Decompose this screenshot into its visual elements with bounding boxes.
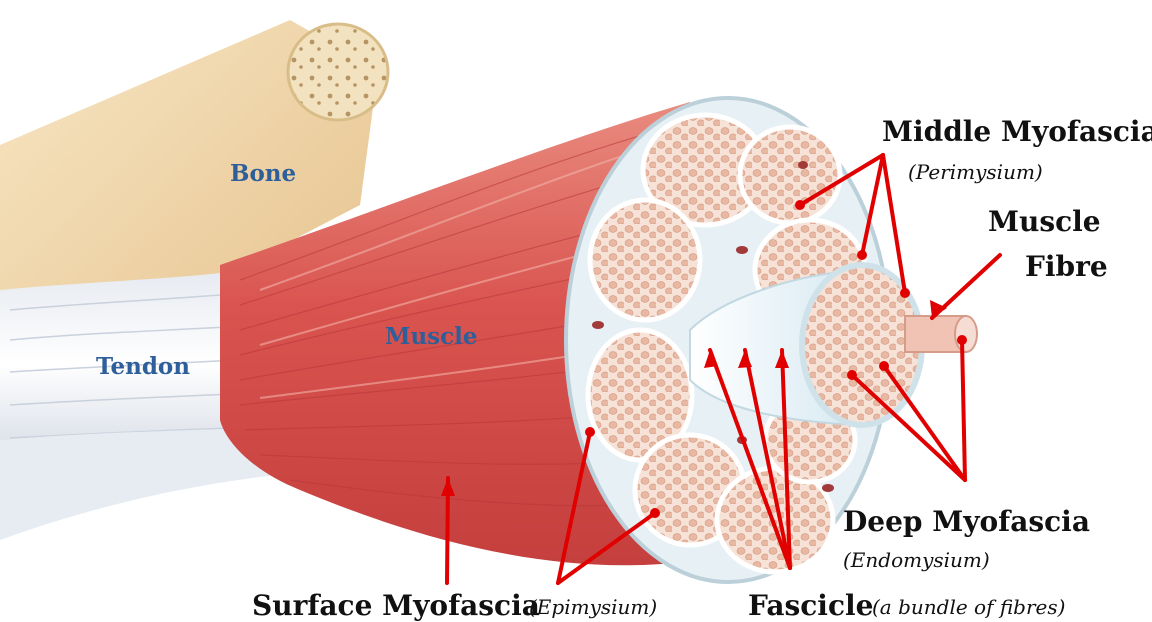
fascicle (740, 127, 840, 223)
muscle-fibre-end (955, 316, 977, 352)
epimysium-label: (Epimysium) (529, 595, 657, 619)
muscle-label: Muscle (385, 323, 478, 350)
tendon-label: Tendon (96, 353, 190, 380)
fascicle (590, 200, 700, 320)
perimysium-label: (Perimysium) (908, 160, 1043, 184)
endomysium-label: (Endomysium) (843, 548, 990, 572)
muscle-fibre-label-line1: Muscle (988, 205, 1101, 238)
arrow-deep-3 (962, 340, 965, 480)
fascicle-label: Fascicle (748, 589, 873, 622)
surface-myofascia-label: Surface Myofascia (252, 589, 540, 622)
muscle-fibre-label-line2: Fibre (1025, 250, 1108, 283)
fascicle-description-label: (a bundle of fibres) (872, 595, 1065, 619)
bone-end (288, 24, 388, 120)
arrow-deep-2 (884, 366, 965, 480)
bone-label: Bone (230, 160, 296, 187)
middle-myofascia-label: Middle Myofascia (882, 115, 1152, 148)
deep-myofascia-label: Deep Myofascia (843, 505, 1090, 538)
